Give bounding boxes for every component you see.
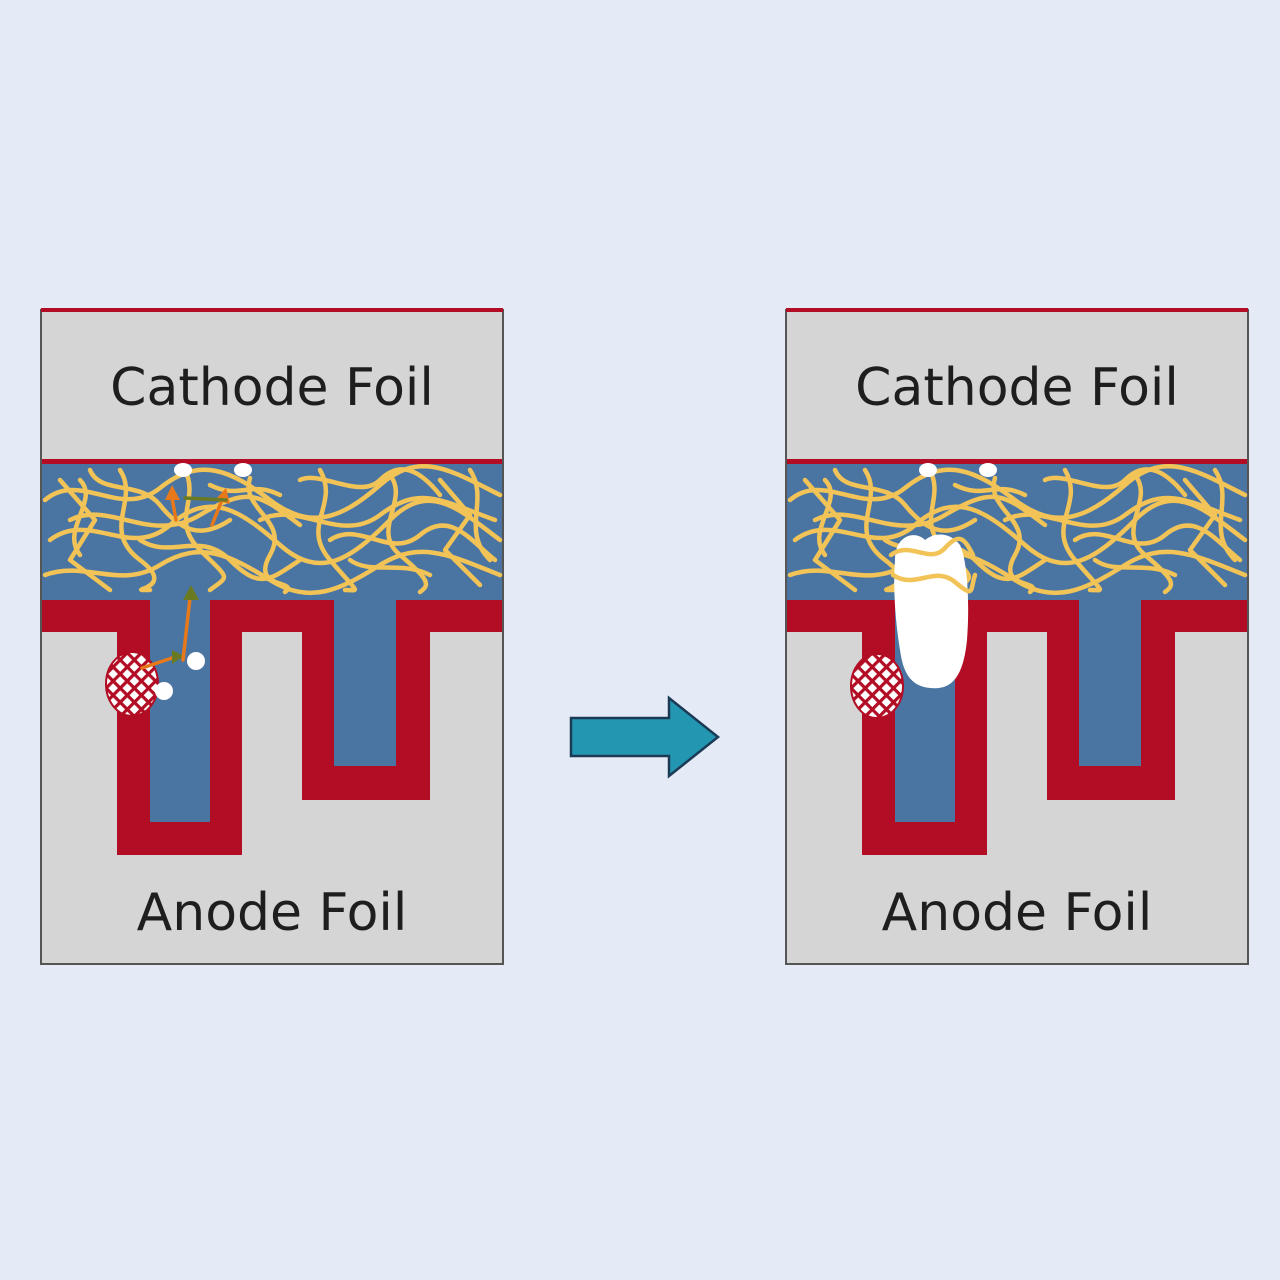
cathode-oxide-bottom	[42, 459, 502, 464]
right-arrow-icon	[569, 695, 721, 779]
anode-pit-left	[150, 600, 210, 822]
defect-particle	[850, 653, 904, 719]
gas-bubble	[979, 463, 997, 477]
cathode-oxide-bottom	[787, 459, 1247, 464]
panel-after: Cathode Foil Anode Foil	[785, 308, 1249, 965]
gas-bubble	[187, 652, 205, 670]
ion-migration-arrows	[140, 485, 230, 670]
gas-bubble	[155, 682, 173, 700]
gas-bubble	[174, 463, 192, 477]
cathode-foil-label: Cathode Foil	[110, 358, 434, 418]
panel-before: Cathode Foil Anode Foil	[40, 308, 504, 965]
cathode-oxide-top	[41, 308, 503, 312]
anode-foil-label: Anode Foil	[137, 883, 408, 943]
gas-void	[894, 534, 969, 689]
anode-foil-label: Anode Foil	[882, 883, 1153, 943]
gas-bubble	[234, 463, 252, 477]
cathode-foil-label: Cathode Foil	[855, 358, 1179, 418]
anode-pit-right	[334, 600, 396, 766]
defect-particle	[105, 651, 159, 717]
gas-bubble	[919, 463, 937, 477]
anode-pit-right	[1079, 600, 1141, 766]
cathode-oxide-top	[786, 308, 1248, 312]
